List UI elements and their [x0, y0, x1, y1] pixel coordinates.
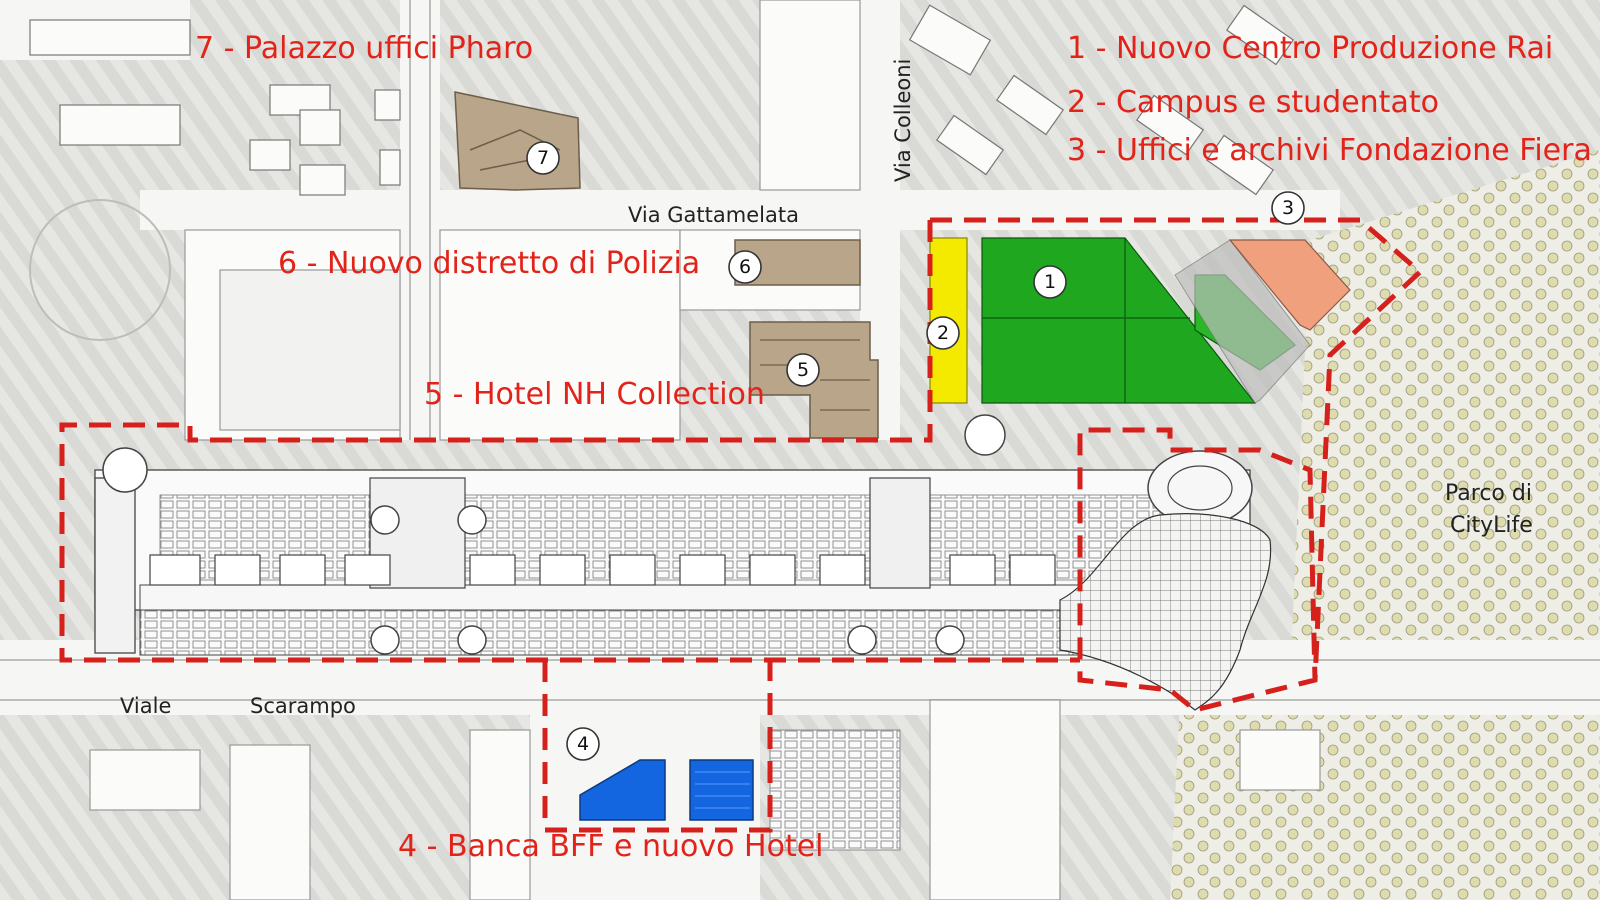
marker-5: 5: [786, 353, 820, 387]
label-project-5: 5 - Hotel NH Collection: [424, 377, 765, 412]
area-fiera-offices: [1228, 239, 1351, 331]
street-via-colleoni: Via Colleoni: [891, 59, 915, 182]
legend-item-3: 3 - Uffici e archivi Fondazione Fiera: [1067, 133, 1592, 168]
area-gray-strip: [1174, 239, 1311, 404]
pavilion-complex: [94, 414, 1251, 656]
svg-text:1: 1: [1044, 271, 1056, 293]
marker-2: 2: [926, 316, 960, 350]
svg-text:2: 2: [937, 322, 949, 344]
svg-text:4: 4: [577, 733, 589, 755]
svg-text:7: 7: [537, 147, 549, 169]
legend-item-1: 1 - Nuovo Centro Produzione Rai: [1067, 31, 1553, 66]
area-bff-1: [579, 759, 666, 821]
marker-6: 6: [728, 250, 762, 284]
street-via-gattamelata: Via Gattamelata: [628, 203, 799, 227]
street-scarampo: Scarampo: [250, 694, 356, 718]
area-bff-2: [689, 759, 754, 821]
project-boundaries: [59, 217, 1424, 833]
marker-3: 3: [1271, 191, 1305, 225]
park-label-line1: Parco di: [1445, 481, 1532, 506]
svg-text:5: 5: [797, 359, 809, 381]
label-project-7: 7 - Palazzo uffici Pharo: [195, 31, 533, 66]
marker-7: 7: [526, 141, 560, 175]
grid-shell: [1059, 513, 1272, 711]
marker-4: 4: [566, 727, 600, 761]
svg-text:3: 3: [1282, 197, 1294, 219]
legend-item-2: 2 - Campus e studentato: [1067, 85, 1439, 120]
marker-1: 1: [1033, 265, 1067, 299]
street-viale: Viale: [120, 694, 171, 718]
label-project-4: 4 - Banca BFF e nuovo Hotel: [398, 829, 824, 864]
svg-text:6: 6: [739, 256, 751, 278]
building-outlines: [29, 4, 1295, 196]
label-project-6: 6 - Nuovo distretto di Polizia: [278, 246, 700, 281]
park-label-line2: CityLife: [1450, 513, 1533, 538]
legend: 1 - Nuovo Centro Produzione Rai 2 - Camp…: [1067, 31, 1592, 168]
